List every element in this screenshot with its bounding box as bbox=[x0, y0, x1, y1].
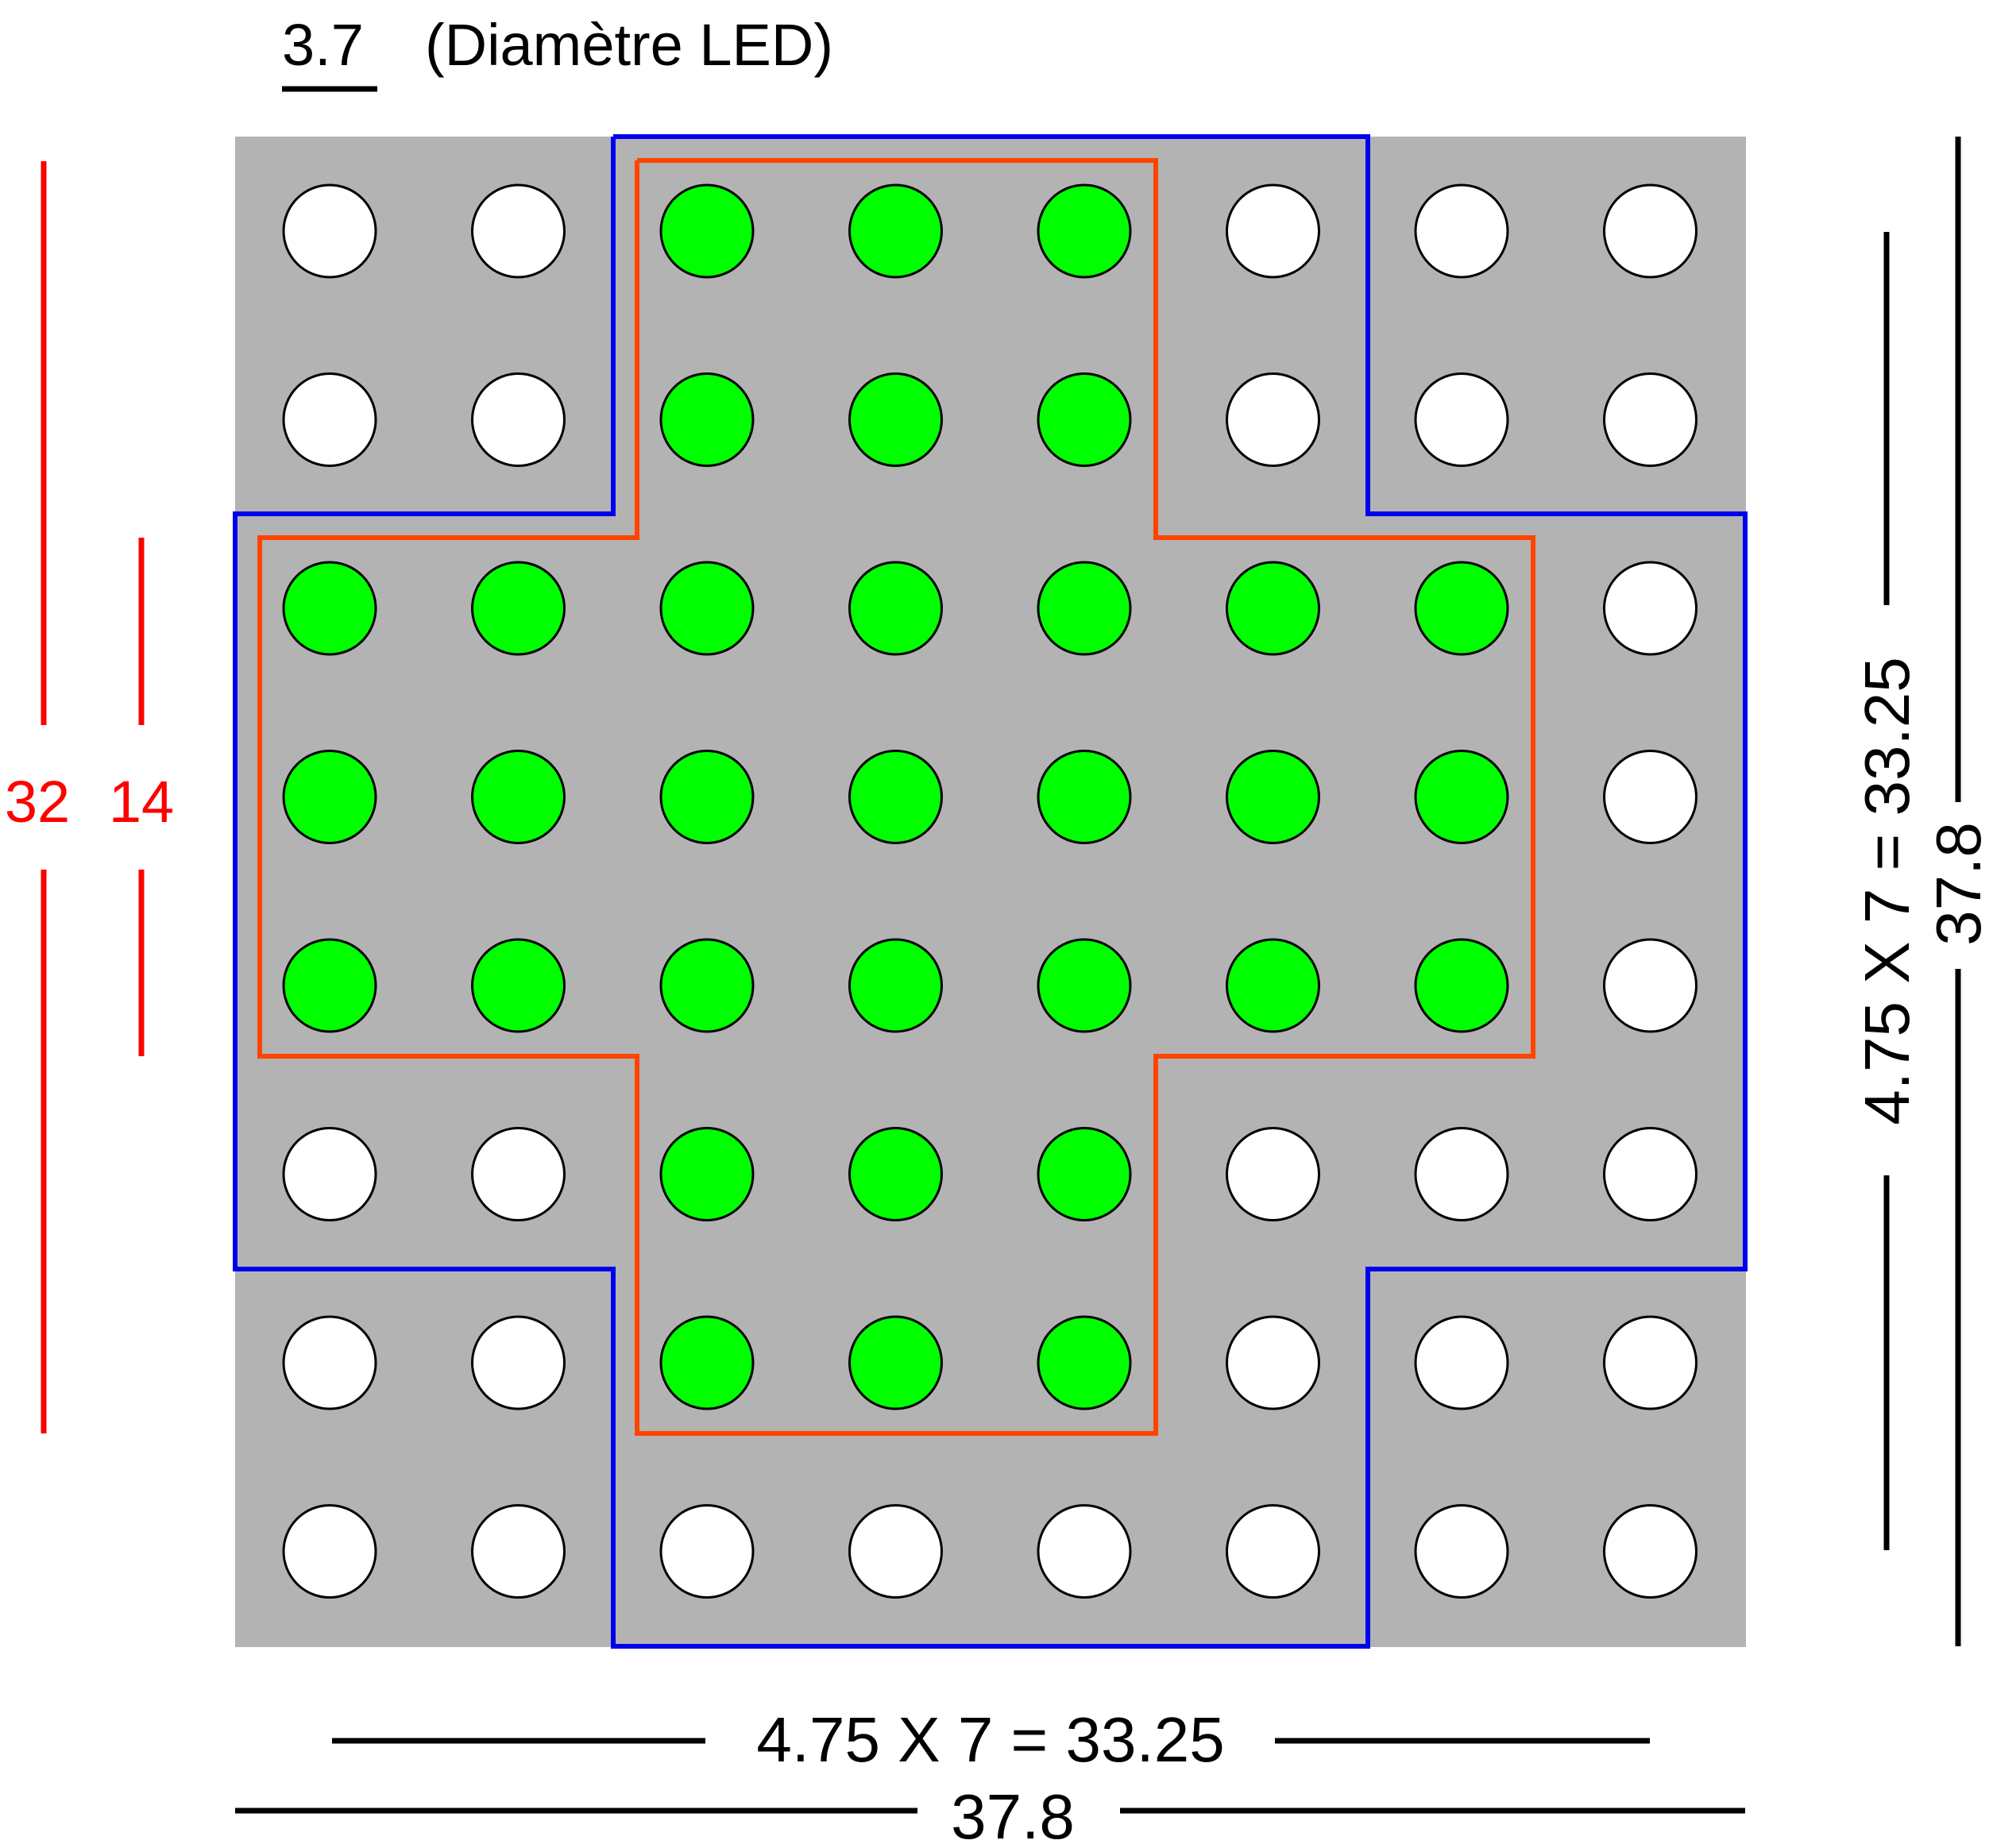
led-lit bbox=[848, 372, 943, 467]
led-lit bbox=[659, 183, 755, 279]
led-lit bbox=[1226, 938, 1320, 1033]
led-lit bbox=[848, 938, 943, 1033]
led-unlit bbox=[282, 1315, 377, 1410]
led-unlit bbox=[1603, 183, 1698, 279]
led-unlit bbox=[1226, 1504, 1320, 1599]
led-lit bbox=[848, 750, 943, 844]
led-lit bbox=[1037, 561, 1132, 656]
led-unlit bbox=[1414, 1315, 1509, 1410]
led-lit bbox=[1414, 938, 1509, 1033]
led-unlit bbox=[471, 372, 566, 467]
led-unlit bbox=[1603, 372, 1698, 467]
led-unlit bbox=[1414, 372, 1509, 467]
led-unlit bbox=[848, 1504, 943, 1599]
inner-cross-outline bbox=[257, 158, 1535, 1436]
led-unlit bbox=[1226, 1315, 1320, 1410]
led-lit bbox=[1037, 1127, 1132, 1221]
right-pitch-label: 4.75 X 7 = 33.25 bbox=[1852, 657, 1922, 1125]
led-lit bbox=[848, 1315, 943, 1410]
led-lit bbox=[1037, 750, 1132, 844]
led-unlit bbox=[1603, 1127, 1698, 1221]
led-unlit bbox=[282, 1127, 377, 1221]
led-lit bbox=[659, 372, 755, 467]
led-unlit bbox=[471, 1504, 566, 1599]
bottom-total-label: 37.8 bbox=[951, 1781, 1075, 1848]
led-lit bbox=[1037, 1315, 1132, 1410]
led-lit bbox=[282, 561, 377, 656]
led-unlit bbox=[471, 1127, 566, 1221]
led-unlit bbox=[1414, 1127, 1509, 1221]
led-lit bbox=[1226, 750, 1320, 844]
led-unlit bbox=[471, 183, 566, 279]
led-board bbox=[235, 137, 1746, 1647]
led-lit bbox=[659, 1127, 755, 1221]
bottom-dimensions: 4.75 X 7 = 33.25 37.8 bbox=[235, 1704, 1745, 1848]
led-lit bbox=[848, 1127, 943, 1221]
led-unlit bbox=[1226, 183, 1320, 279]
dim-32-label: 32 bbox=[5, 769, 70, 835]
led-lit bbox=[1226, 561, 1320, 656]
led-unlit bbox=[1603, 1504, 1698, 1599]
led-unlit bbox=[1414, 183, 1509, 279]
led-grid bbox=[282, 183, 1698, 1599]
led-unlit bbox=[1414, 1504, 1509, 1599]
led-lit bbox=[471, 561, 566, 656]
led-lit bbox=[471, 938, 566, 1033]
left-dimensions: 32 14 bbox=[5, 161, 174, 1433]
led-lit bbox=[282, 938, 377, 1033]
led-lit bbox=[471, 750, 566, 844]
led-lit bbox=[1037, 938, 1132, 1033]
led-unlit bbox=[471, 1315, 566, 1410]
led-unlit bbox=[282, 372, 377, 467]
outer-cross-outline bbox=[233, 134, 1748, 1649]
led-unlit bbox=[659, 1504, 755, 1599]
led-diameter-caption: (Diamètre LED) bbox=[425, 12, 833, 78]
bottom-pitch-label: 4.75 X 7 = 33.25 bbox=[756, 1704, 1224, 1775]
right-total-label: 37.8 bbox=[1923, 822, 1993, 946]
led-lit bbox=[659, 750, 755, 844]
led-lit bbox=[659, 561, 755, 656]
led-unlit bbox=[1226, 372, 1320, 467]
led-lit bbox=[1414, 561, 1509, 656]
led-unlit bbox=[282, 1504, 377, 1599]
led-lit bbox=[848, 561, 943, 656]
led-lit bbox=[282, 750, 377, 844]
dim-14-label: 14 bbox=[109, 769, 174, 835]
led-unlit bbox=[1037, 1504, 1132, 1599]
led-lit bbox=[659, 938, 755, 1033]
led-lit bbox=[659, 1315, 755, 1410]
led-lit bbox=[1037, 183, 1132, 279]
led-unlit bbox=[282, 183, 377, 279]
led-diameter-value: 3.7 bbox=[282, 12, 364, 78]
led-unlit bbox=[1603, 1315, 1698, 1410]
led-lit bbox=[1414, 750, 1509, 844]
led-unlit bbox=[1226, 1127, 1320, 1221]
led-unlit bbox=[1603, 750, 1698, 844]
led-unlit bbox=[1603, 938, 1698, 1033]
title-group: 3.7 (Diamètre LED) bbox=[282, 12, 833, 92]
led-lit bbox=[1037, 372, 1132, 467]
right-dimensions: 4.75 X 7 = 33.25 37.8 bbox=[1852, 137, 1993, 1646]
led-unlit bbox=[1603, 561, 1698, 656]
led-lit bbox=[848, 183, 943, 279]
